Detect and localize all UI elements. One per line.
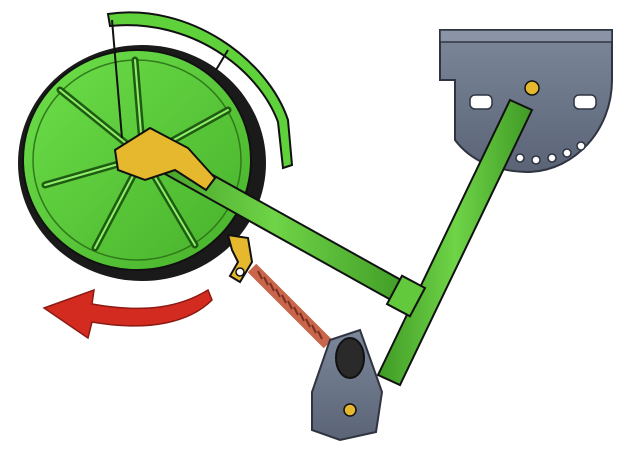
main-arm: [376, 98, 534, 387]
linkage-pin: [235, 267, 245, 277]
pivot-linkage: [113, 126, 254, 284]
fender-strut: [215, 49, 229, 71]
lower-cylinder: [335, 337, 365, 379]
tension-spring: [247, 263, 333, 349]
bracket-holes: [515, 141, 586, 165]
bracket-slot: [573, 94, 597, 110]
bracket-pivot-bolt: [524, 80, 540, 96]
lower-bracket: [311, 328, 384, 442]
wheel-fender: [106, 11, 294, 170]
mounting-bracket: [439, 29, 613, 174]
lower-bolt: [343, 403, 357, 417]
bracket-slot: [469, 94, 493, 110]
arm-clamp: [385, 274, 427, 318]
rotation-arrow: [42, 288, 213, 340]
bracket-top-flange: [439, 29, 613, 43]
linkage-claw: [226, 233, 254, 284]
fender-strut: [111, 19, 123, 139]
